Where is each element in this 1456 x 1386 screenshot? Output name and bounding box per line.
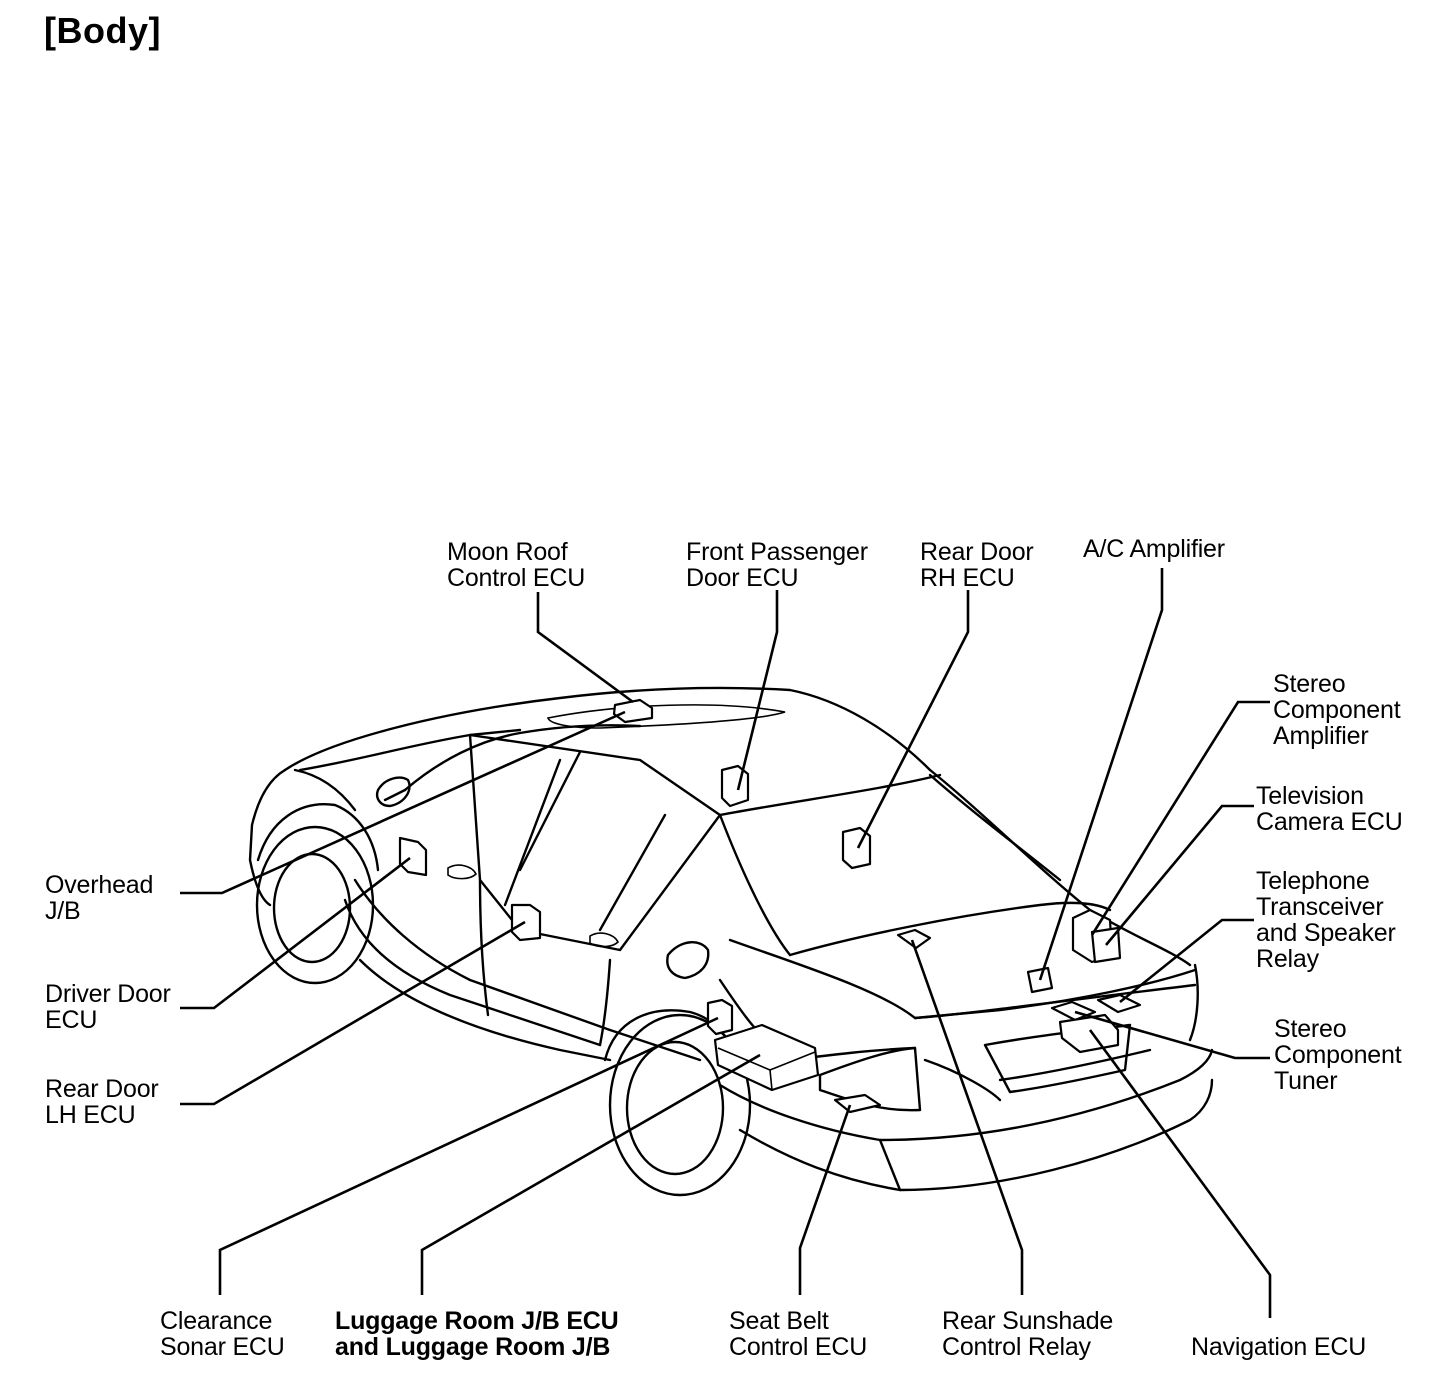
label-ac-amplifier: A/C Amplifier — [1083, 535, 1225, 563]
label-luggage-room-jb: Luggage Room J/B ECU and Luggage Room J/… — [335, 1307, 619, 1361]
leader-rear-sunshade — [910, 939, 1024, 1295]
leader-telephone — [1119, 918, 1254, 1004]
leader-ac-amplifier — [1038, 568, 1164, 981]
navigation-ecu-part — [1058, 1013, 1120, 1054]
label-front-passenger-door-ecu: Front Passenger Door ECU — [686, 538, 868, 592]
leader-overhead-jb — [180, 710, 626, 895]
rear-door-lh-ecu-part — [510, 903, 542, 942]
label-driver-door-ecu: Driver Door ECU — [45, 980, 171, 1034]
telephone-transceiver-part — [1096, 993, 1142, 1014]
label-rear-door-rh-ecu: Rear Door RH ECU — [920, 538, 1034, 592]
label-moon-roof-control-ecu: Moon Roof Control ECU — [447, 538, 586, 592]
rear-sunshade-relay-part — [896, 928, 932, 950]
label-stereo-component-amplifier: Stereo Component Amplifier — [1273, 670, 1401, 750]
moon-roof-ecu-part — [612, 698, 654, 724]
label-telephone-transceiver-speaker-relay: Telephone Transceiver and Speaker Relay — [1256, 867, 1396, 973]
leader-rear-door-lh — [180, 920, 526, 1106]
label-rear-sunshade-control-relay: Rear Sunshade Control Relay — [942, 1307, 1114, 1361]
leader-front-passenger — [736, 590, 779, 791]
leader-clearance-sonar — [218, 1016, 719, 1295]
driver-door-ecu-part — [398, 836, 428, 877]
label-television-camera-ecu: Television Camera ECU — [1256, 782, 1403, 836]
label-stereo-component-tuner: Stereo Component Tuner — [1274, 1015, 1402, 1095]
leader-stereo-amp — [1090, 700, 1270, 936]
luggage-room-jb-part — [713, 1023, 820, 1092]
leader-luggage-room — [420, 1053, 761, 1295]
leader-stereo-tuner — [1074, 1010, 1270, 1060]
page-title: [Body] — [44, 10, 161, 51]
leader-lines — [180, 568, 1272, 1318]
label-seat-belt-control-ecu: Seat Belt Control ECU — [729, 1307, 868, 1361]
leader-driver-door — [180, 856, 411, 1010]
leader-navigation — [1088, 1029, 1272, 1318]
leader-rear-door-rh — [856, 590, 970, 849]
leader-tv-camera — [1105, 804, 1254, 946]
seat-belt-ecu-part — [833, 1093, 882, 1114]
label-clearance-sonar-ecu: Clearance Sonar ECU — [160, 1307, 285, 1361]
leader-seat-belt — [798, 1104, 852, 1295]
label-navigation-ecu: Navigation ECU — [1191, 1333, 1367, 1361]
component-parts — [398, 698, 1142, 1114]
vehicle-outline — [248, 686, 1214, 1197]
label-overhead-jb: Overhead J/B — [45, 871, 154, 925]
front-passenger-door-ecu-part — [720, 764, 750, 808]
clearance-sonar-ecu-part — [706, 998, 734, 1036]
label-rear-door-lh-ecu: Rear Door LH ECU — [45, 1075, 159, 1129]
leader-moon-roof — [536, 592, 634, 704]
